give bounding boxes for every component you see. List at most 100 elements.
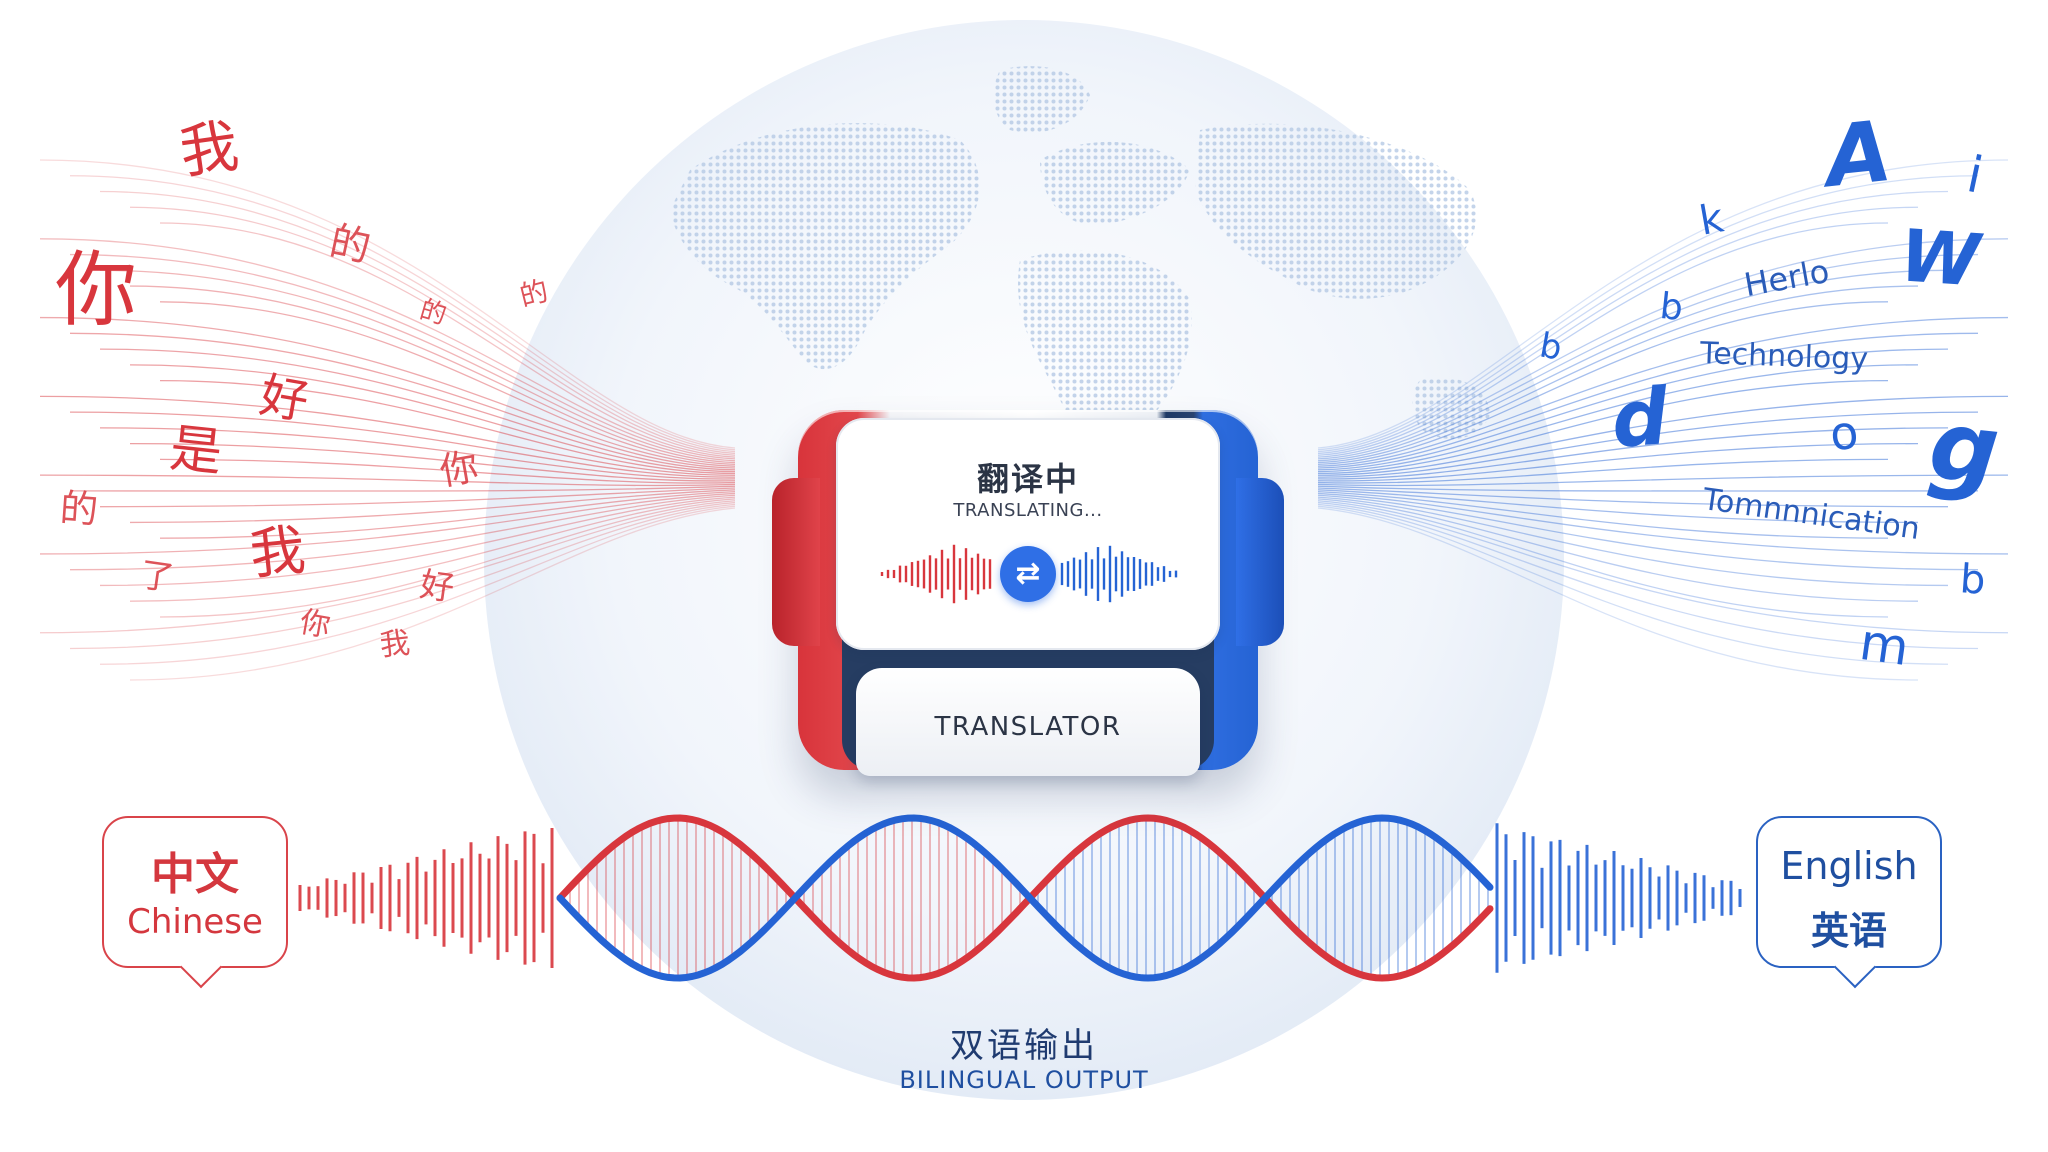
- target-stream-line: [1317, 442, 1919, 482]
- helix-strand: [556, 814, 1494, 982]
- source-stream-line: [129, 507, 736, 681]
- target-stream-line: [1317, 316, 2009, 467]
- source-stream-line: [99, 505, 736, 665]
- swap-arrows-icon[interactable]: ⇄: [1000, 546, 1056, 602]
- target-glyph: A: [1821, 101, 1896, 207]
- target-stream-line: [1317, 496, 1949, 587]
- source-glyph: 好: [417, 564, 457, 610]
- target-glyph: m: [1856, 612, 1913, 678]
- source-glyph: 好: [255, 367, 313, 431]
- source-stream-line: [39, 492, 736, 555]
- target-stream-line: [1317, 332, 1979, 469]
- target-stream-line: [1317, 222, 1889, 456]
- target-stream-line: [1317, 503, 1979, 650]
- target-stream-line: [1317, 500, 1889, 618]
- source-glyph: 我: [378, 625, 412, 664]
- target-stream-line: [1317, 253, 1979, 460]
- source-stream-line: [39, 395, 736, 476]
- target-stream-line: [1317, 458, 1889, 484]
- target-stream-line: [1317, 411, 1979, 478]
- sound-wave-helix: [298, 814, 1742, 982]
- target-stream-line: [1317, 474, 2009, 487]
- source-stream-line: [39, 474, 736, 487]
- input-port-red: [772, 478, 820, 646]
- source-stream-line: [99, 269, 736, 462]
- screen-waveform: [880, 544, 1178, 604]
- target-stream-line: [1317, 487, 1949, 508]
- source-stream-line: [69, 175, 736, 451]
- translator-device: 翻译中 TRANSLATING... ⇄ TRANSLATOR: [772, 410, 1284, 780]
- source-stream-line: [159, 379, 736, 475]
- target-language-english: English: [1780, 844, 1918, 888]
- source-stream-line: [69, 494, 736, 571]
- source-stream-line: [129, 489, 736, 524]
- data-streams: [39, 159, 2009, 681]
- target-glyph: b: [1958, 556, 1987, 604]
- source-glyph: 你: [436, 444, 482, 494]
- target-glyph: Technology: [1699, 336, 1869, 377]
- source-glyph: 你: [55, 243, 138, 338]
- helix-strand: [556, 814, 1494, 982]
- screen-subtitle: TRANSLATING...: [953, 500, 1103, 521]
- source-stream-line: [99, 427, 736, 480]
- source-stream-line: [69, 253, 736, 460]
- target-stream-line: [1317, 175, 1979, 451]
- target-stream-line: [1317, 485, 1979, 492]
- target-glyph: b: [1657, 285, 1685, 330]
- source-glyph: 的: [58, 485, 100, 533]
- target-stream-line: [1317, 364, 1919, 473]
- target-glyph: g: [1924, 388, 2005, 508]
- target-stream-line: [1317, 159, 2009, 449]
- source-stream-line: [39, 238, 736, 458]
- source-stream-line: [69, 485, 736, 492]
- target-stream-line: [1317, 507, 1919, 681]
- source-stream-line: [159, 500, 736, 618]
- source-stream-line: [99, 496, 736, 587]
- source-language-bubble: 中文 Chinese: [102, 816, 288, 989]
- source-glyph: 我: [175, 111, 243, 187]
- source-stream-line: [39, 159, 736, 449]
- target-stream-line: [1317, 269, 1949, 462]
- target-stream-line: [1317, 490, 1889, 539]
- target-stream-line: [1317, 285, 1919, 464]
- source-stream-line: [129, 206, 736, 455]
- target-stream-line: [1317, 395, 2009, 476]
- source-glyph: 是: [167, 418, 226, 484]
- target-glyph: W: [1897, 213, 1983, 303]
- device-screen: 翻译中 TRANSLATING... ⇄: [836, 418, 1220, 650]
- source-glyph: 了: [137, 554, 177, 600]
- device-base-label: TRANSLATOR: [934, 712, 1122, 742]
- target-stream-line: [1317, 489, 1919, 524]
- source-stream-line: [159, 222, 736, 456]
- target-stream-line: [1317, 505, 1949, 665]
- target-glyph: d: [1608, 372, 1671, 466]
- target-stream-line: [1317, 190, 1949, 453]
- screen-title: 翻译中: [976, 460, 1079, 498]
- target-stream-line: [1317, 379, 1889, 475]
- target-stream-line: [1317, 206, 1919, 455]
- source-glyph: 你: [297, 604, 333, 645]
- source-language-english: Chinese: [127, 902, 263, 942]
- source-stream-line: [99, 487, 736, 508]
- source-stream-line: [69, 411, 736, 478]
- source-language-native: 中文: [151, 849, 239, 900]
- target-stream-line: [1317, 501, 2009, 634]
- output-title-english: BILINGUAL OUTPUT: [899, 1066, 1149, 1094]
- source-glyph: 我: [246, 517, 309, 587]
- target-stream-line: [1317, 238, 2009, 458]
- source-glyph: 的: [325, 218, 375, 272]
- source-stream-line: [39, 501, 736, 634]
- source-stream-line: [99, 190, 736, 453]
- source-stream-line: [69, 332, 736, 469]
- source-stream-line: [159, 301, 736, 466]
- target-stream-line: [1317, 301, 1889, 466]
- target-stream-line: [1317, 427, 1949, 480]
- target-glyph: o: [1827, 404, 1861, 462]
- target-language-native: 英语: [1810, 909, 1887, 953]
- source-stream-line: [69, 503, 736, 650]
- source-stream-line: [99, 348, 736, 471]
- target-stream-line: [1317, 348, 1949, 471]
- output-port-blue: [1236, 478, 1284, 646]
- source-stream-line: [159, 490, 736, 539]
